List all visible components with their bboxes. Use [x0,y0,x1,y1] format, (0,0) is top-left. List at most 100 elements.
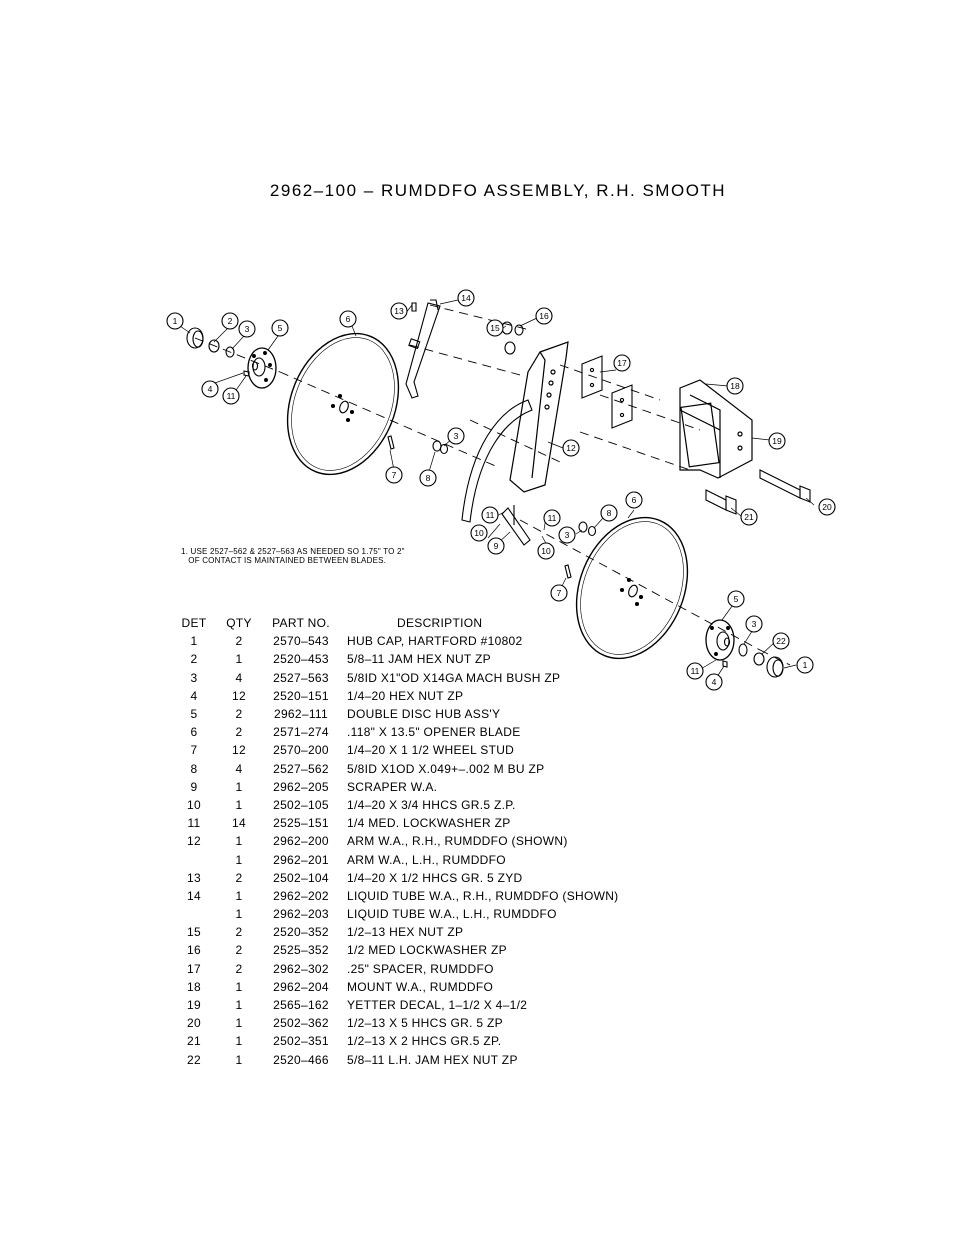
cell-det: 14 [187,888,201,903]
callout-17: 17 [613,354,631,372]
cell-part-no: 2502–104 [273,870,329,885]
cell-det: 5 [190,707,198,722]
svg-text:5: 5 [278,323,283,333]
liquid-tube [405,299,441,399]
svg-text:10: 10 [474,528,484,538]
hub-assembly-right [705,619,784,678]
callout-10b: 10 [537,542,555,560]
cell-part-no: 2570–543 [273,634,329,649]
drawing-title: 2962–100 – RUMDDFO ASSEMBLY, R.H. SMOOTH [269,181,727,200]
callout-16: 16 [535,307,553,325]
callout-11c: 11 [543,509,561,527]
svg-text:4: 4 [712,677,717,687]
callout-20: 20 [818,498,836,516]
header-det: DET [181,616,207,631]
svg-text:14: 14 [461,293,471,303]
cell-description: LIQUID TUBE W.A., R.H., RUMDDFO (SHOWN) [347,888,619,903]
callout-13: 13 [390,302,408,320]
bolts [705,469,811,515]
cell-det: 11 [187,816,201,831]
svg-text:11: 11 [486,510,495,520]
callout-3d: 3 [745,615,763,633]
callout-8b: 8 [600,504,618,522]
svg-text:13: 13 [394,306,404,316]
callout-7a: 7 [385,466,403,484]
cell-det: 18 [187,979,201,994]
cell-description: 1/2–13 X 5 HHCS GR. 5 ZP [347,1016,503,1031]
svg-text:11: 11 [691,666,700,676]
cell-qty: 1 [235,1052,243,1067]
callout-3b: 3 [447,427,465,445]
cell-description: SCRAPER W.A. [347,779,438,794]
scraper-weldment [501,505,531,546]
cell-description: 5/8ID X1"OD X14GA MACH BUSH ZP [347,670,561,685]
cell-description: .118" X 13.5" OPENER BLADE [347,725,521,740]
cell-description: MOUNT W.A., RUMDDFO [347,979,494,994]
svg-text:7: 7 [392,470,397,480]
svg-text:15: 15 [490,323,500,333]
cell-det: 19 [187,998,201,1013]
cell-qty: 14 [232,816,246,831]
cell-part-no: 2520–466 [273,1052,329,1067]
cell-qty: 12 [232,688,246,703]
callout-5a: 5 [271,319,289,337]
callout-10a: 10 [470,524,488,542]
cell-qty: 1 [235,834,243,849]
cell-part-no: 2962–200 [273,834,329,849]
callout-6b: 6 [625,491,643,509]
svg-text:22: 22 [776,636,786,646]
cell-qty: 1 [235,888,243,903]
cell-qty: 4 [235,761,243,776]
svg-text:1: 1 [803,660,808,670]
cell-description: YETTER DECAL, 1–1/2 X 4–1/2 [347,998,528,1013]
svg-text:2: 2 [228,316,233,326]
cell-description: HUB CAP, HARTFORD #10802 [347,634,523,649]
cell-qty: 2 [235,943,243,958]
cell-description: 1/4–20 X 3/4 HHCS GR.5 Z.P. [347,797,516,812]
cell-det: 17 [187,961,201,976]
cell-part-no: 2962–203 [273,907,329,922]
cell-part-no: 2962–205 [273,779,329,794]
scraper-shield [461,399,533,523]
opener-blade-right [575,516,689,660]
cell-qty: 2 [235,725,243,740]
svg-text:7: 7 [557,588,562,598]
cell-description: LIQUID TUBE W.A., L.H., RUMDDFO [347,907,557,922]
cell-qty: 2 [235,925,243,940]
cell-part-no: 2571–274 [273,725,329,740]
cell-qty: 1 [235,652,243,667]
svg-text:8: 8 [426,473,431,483]
cell-description: 1/4–20 X 1 1/2 WHEEL STUD [347,743,515,758]
svg-text:5: 5 [734,594,739,604]
cell-part-no: 2962–111 [273,707,328,722]
cell-det: 3 [190,670,198,685]
cell-part-no: 2502–105 [273,797,329,812]
cell-det: 15 [187,925,201,940]
svg-text:11: 11 [227,391,236,401]
hub-assembly-left [186,327,277,389]
cell-description: 5/8–11 JAM HEX NUT ZP [347,652,491,667]
svg-text:12: 12 [566,443,576,453]
cell-description: 1/2 MED LOCKWASHER ZP [347,943,507,958]
callout-21: 21 [740,508,758,526]
callout-22: 22 [772,632,790,650]
callout-1a: 1 [166,312,184,330]
cell-qty: 2 [235,707,243,722]
cell-description: .25" SPACER, RUMDDFO [347,961,494,976]
cell-det: 16 [187,943,201,958]
svg-text:3: 3 [454,431,459,441]
